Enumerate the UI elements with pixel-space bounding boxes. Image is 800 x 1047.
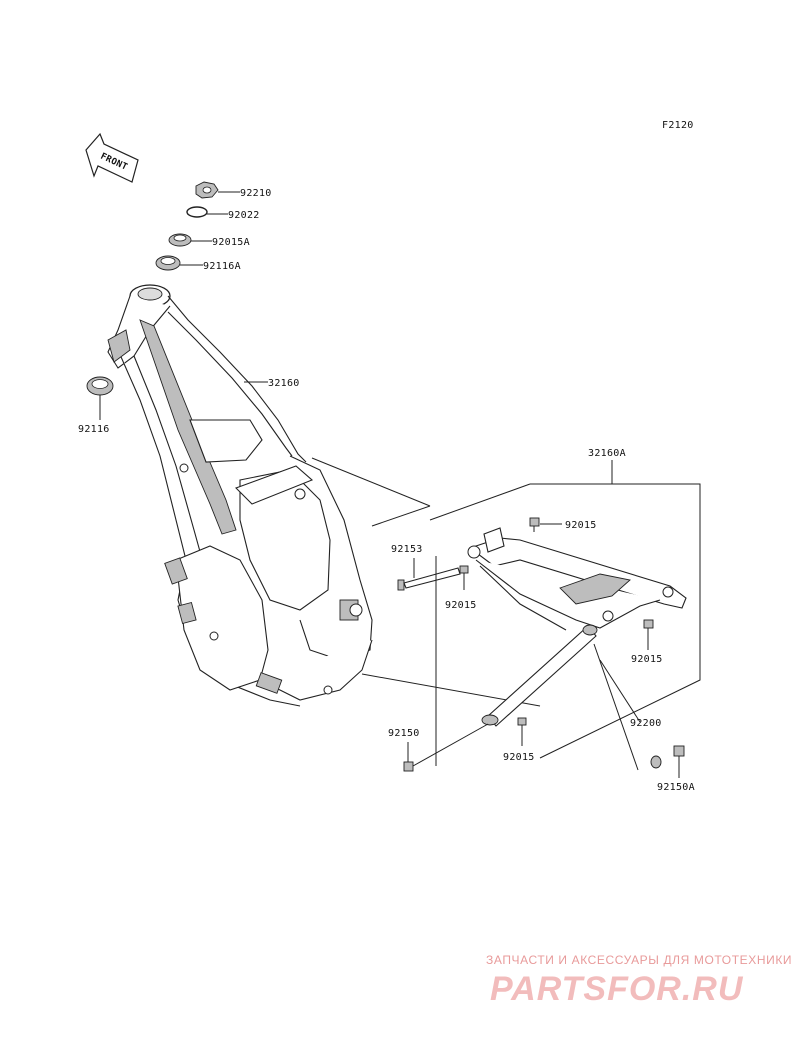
label-92015-top: 92015 xyxy=(565,520,597,531)
label-92150: 92150 xyxy=(388,728,420,739)
bearing-icon xyxy=(168,233,192,247)
label-92116A: 92116A xyxy=(203,261,241,272)
label-92015A: 92015A xyxy=(212,237,250,248)
bolt-icon xyxy=(397,567,461,591)
label-92015-right: 92015 xyxy=(631,654,663,665)
label-32160A: 32160A xyxy=(588,448,626,459)
bolt-icon xyxy=(403,761,414,772)
nut-icon xyxy=(195,181,219,199)
label-92116: 92116 xyxy=(78,424,110,435)
leader-line xyxy=(371,505,431,527)
steering-parts: 92210 92022 92015A 92116A xyxy=(155,181,272,272)
label-92015-left: 92015 xyxy=(445,600,477,611)
lower-seal: 92116 xyxy=(78,376,114,435)
bolt-icon xyxy=(517,717,527,746)
leader-line xyxy=(311,457,431,507)
main-frame xyxy=(107,284,373,707)
washer-icon xyxy=(186,206,208,218)
stay xyxy=(481,624,598,727)
label-32160: 32160 xyxy=(268,378,300,389)
watermark-logo: PARTSFOR.RU xyxy=(490,970,744,1008)
label-92015-lower: 92015 xyxy=(503,752,535,763)
subframe xyxy=(467,527,687,631)
callout-bracket xyxy=(530,483,701,759)
front-arrow-icon: FRONT xyxy=(85,132,139,183)
seal-icon xyxy=(155,255,181,271)
bolt-icon xyxy=(529,517,540,532)
bolt-icon xyxy=(459,565,469,590)
figure-code: F2120 xyxy=(662,120,694,131)
label-92150A: 92150A xyxy=(657,782,695,793)
label-92210: 92210 xyxy=(240,188,272,199)
label-92153: 92153 xyxy=(391,544,423,555)
seal-icon xyxy=(86,376,114,396)
watermark-tagline: ЗАПЧАСТИ И АКСЕССУАРЫ ДЛЯ МОТОТЕХНИКИ xyxy=(486,953,792,967)
bolt-icon xyxy=(643,619,654,650)
label-92022: 92022 xyxy=(228,210,260,221)
bolt-icon xyxy=(650,745,685,778)
label-92200: 92200 xyxy=(630,718,662,729)
